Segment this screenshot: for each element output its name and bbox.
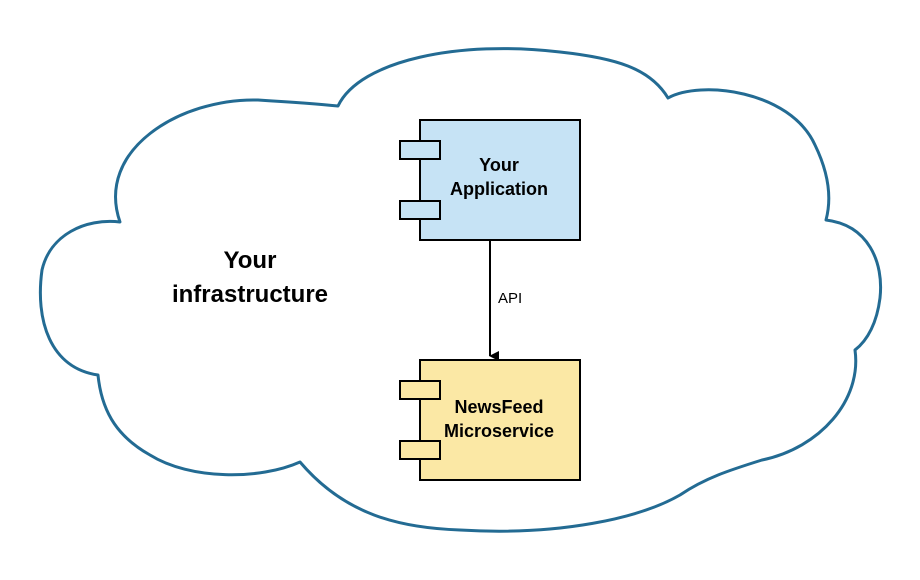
component-port-top: [399, 380, 441, 400]
component-newsfeed-microservice[interactable]: NewsFeed Microservice: [399, 359, 581, 481]
component-label-line-1: NewsFeed: [454, 397, 543, 417]
component-body: [419, 119, 581, 241]
component-port-bottom: [399, 440, 441, 460]
infrastructure-cloud: [38, 47, 883, 533]
api-edge-label: API: [498, 290, 522, 307]
component-port-bottom: [399, 200, 441, 220]
cloud-title-line-2: infrastructure: [172, 281, 328, 308]
component-label-line-2: Microservice: [444, 421, 554, 441]
component-port-top: [399, 140, 441, 160]
cloud-title-line-1: Your: [224, 247, 277, 274]
component-your-application[interactable]: Your Application: [399, 119, 581, 241]
component-label-line-1: Your: [479, 155, 519, 175]
component-label-line-2: Application: [450, 179, 548, 199]
component-body: [419, 359, 581, 481]
